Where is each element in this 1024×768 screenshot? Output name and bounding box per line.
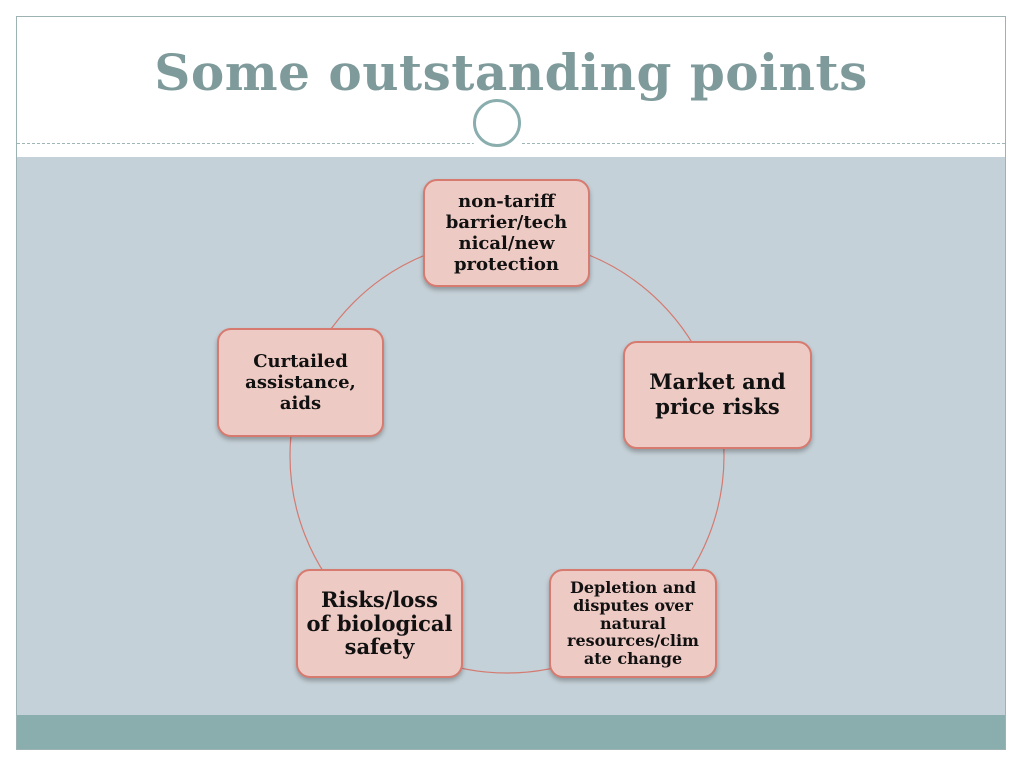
slide-title: Some outstanding points xyxy=(154,43,868,102)
node-label: Depletion and disputes over natural reso… xyxy=(567,577,699,669)
node-label: Market and price risks xyxy=(649,369,786,419)
node-market: Market and price risks xyxy=(623,341,812,449)
footer-bar xyxy=(17,715,1005,749)
node-non-tariff: non-tariff barrier/tech nical/new protec… xyxy=(423,179,590,287)
circle-ornament-icon xyxy=(466,92,528,154)
node-label: non-tariff barrier/tech nical/new protec… xyxy=(445,190,568,276)
node-label: Curtailed assistance, aids xyxy=(245,350,356,415)
node-biological: Risks/loss of biological safety xyxy=(296,569,463,678)
node-depletion: Depletion and disputes over natural reso… xyxy=(549,569,717,678)
node-assistance: Curtailed assistance, aids xyxy=(217,328,384,437)
ornament-ring xyxy=(473,99,521,147)
node-label: Risks/loss of biological safety xyxy=(306,587,453,660)
